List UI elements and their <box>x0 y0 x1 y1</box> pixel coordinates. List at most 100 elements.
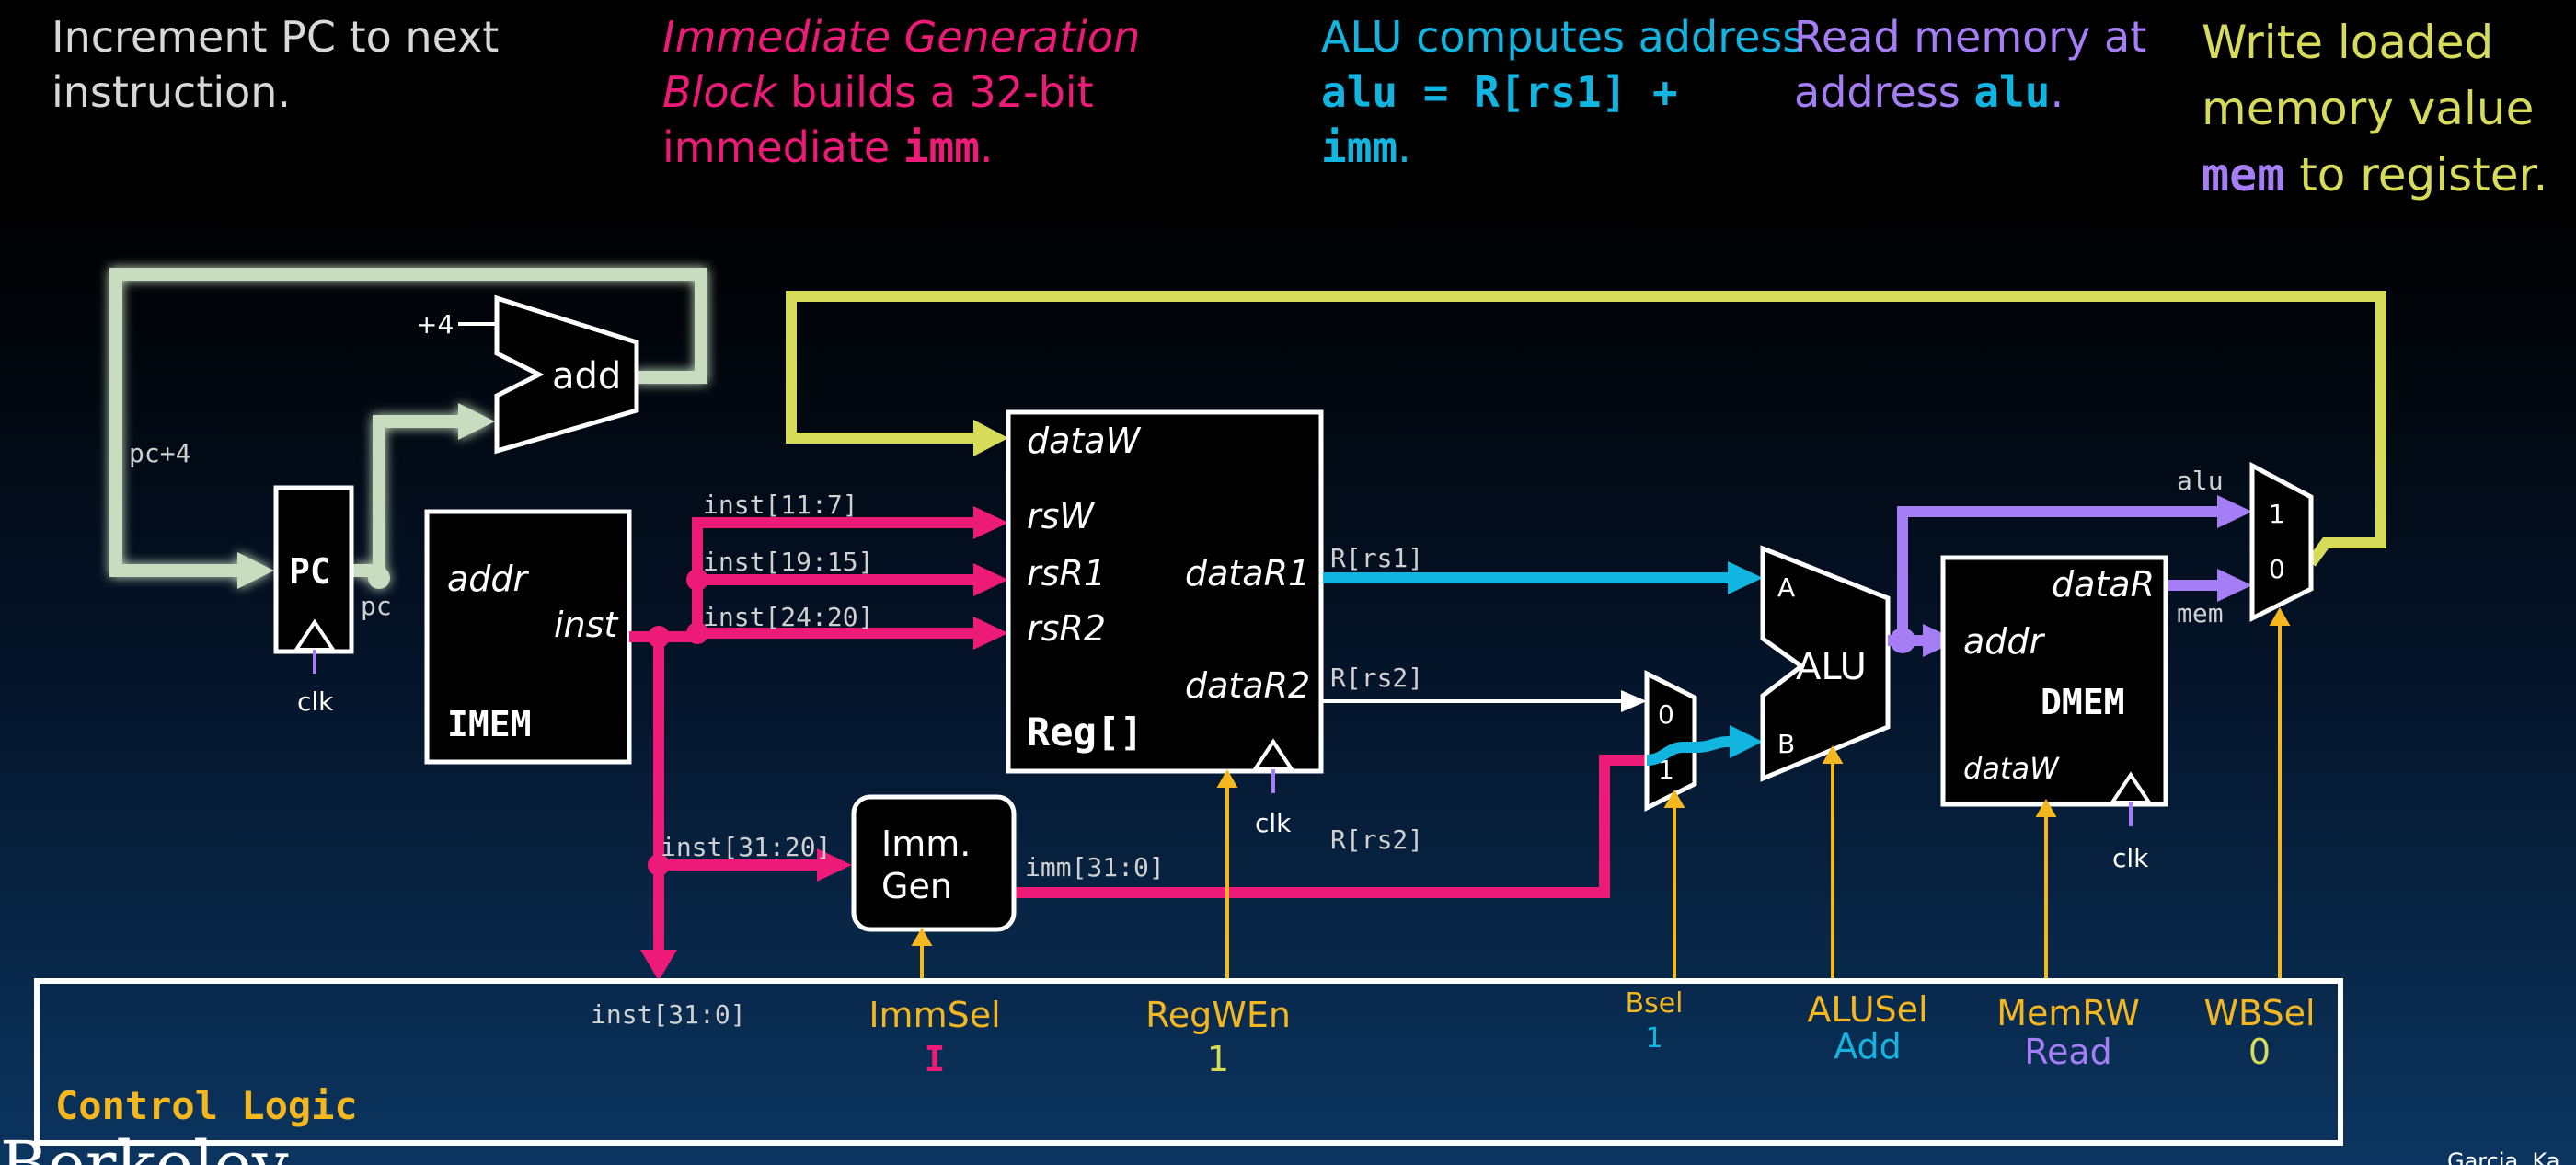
immsel-value: I <box>925 1039 946 1079</box>
immgen-block <box>851 794 1017 932</box>
wbsel-arrow <box>2269 606 2291 626</box>
inst-control-arrowhead <box>640 950 677 981</box>
r-rs1-label: R[rs1] <box>1330 543 1423 573</box>
imm-caption-line3a: immediate <box>662 122 903 172</box>
pc-label: PC <box>289 551 331 592</box>
rsR2-junction-dot <box>686 622 708 644</box>
immgen-arrowhead <box>817 848 852 882</box>
alu-to-wbmux-wire <box>1897 506 2219 640</box>
immgen-label-line1: Imm. <box>881 824 971 864</box>
dmem-block <box>1940 555 2168 807</box>
dmem-addr-arrowhead <box>1923 624 1958 657</box>
wbsel-name: WBSel <box>2203 993 2315 1033</box>
alu-caption-line3-end: . <box>1397 122 1411 172</box>
alu-caption: ALU computes address alu = R[rs1] + imm. <box>1321 9 1804 175</box>
alu-block <box>1760 545 1891 782</box>
wb-mux <box>2249 461 2314 623</box>
pc4-arrowhead <box>237 552 274 589</box>
pc-wire-label: pc <box>361 591 392 621</box>
imem-inst-port: inst <box>554 605 619 645</box>
pc-caption-line2: instruction. <box>52 67 292 117</box>
alusel-name: ALUSel <box>1807 989 1927 1030</box>
alusel-arrow <box>1822 744 1844 764</box>
imm-caption-rest2: builds a 32-bit <box>776 67 1094 117</box>
pc-caption: Increment PC to next instruction. <box>52 9 499 120</box>
inst-11-7-wire <box>692 517 975 637</box>
alu-caption-line3: imm <box>1321 122 1398 172</box>
mem-caption: Read memory at address alu. <box>1794 9 2146 120</box>
inst-31-20-label: inst[31:20] <box>661 832 831 862</box>
plus4-label: +4 <box>416 309 454 340</box>
rsR2-arrowhead <box>973 617 1008 650</box>
imem-label: IMEM <box>447 704 532 744</box>
r-rs2-bottom-label: R[rs2] <box>1330 825 1423 855</box>
footer-left-fragment: Berkeley <box>0 1127 289 1165</box>
mux-b-0: 0 <box>1658 699 1674 730</box>
alu-b-port: B <box>1777 729 1795 759</box>
register-file <box>1006 409 1324 774</box>
mem-caption-line2c: . <box>2050 67 2064 117</box>
rsW-arrowhead <box>973 506 1008 539</box>
regwen-name: RegWEn <box>1145 995 1291 1035</box>
dmem-clk-label: clk <box>2112 843 2149 873</box>
alu-a-port: A <box>1777 572 1795 603</box>
writeback-wire <box>786 291 2386 567</box>
pc4-feedback-wire <box>109 268 707 577</box>
mem-caption-line2a: address <box>1794 67 1974 117</box>
pc-to-add-arrowhead <box>458 403 495 440</box>
memrw-name: MemRW <box>1996 993 2140 1033</box>
immgen-junction-dot <box>648 854 670 876</box>
pc-caption-line1: Increment PC to next <box>52 12 500 62</box>
rsR1-arrowhead <box>973 563 1008 596</box>
control-signal-lines <box>911 606 2291 981</box>
imm-31-0-label: imm[31:0] <box>1025 852 1165 882</box>
reg-dataW-port: dataW <box>1027 421 1142 461</box>
inst-junction-dot <box>648 626 670 648</box>
wb-caption-line2: memory value <box>2202 82 2535 135</box>
bsel-name: Bsel <box>1625 987 1683 1020</box>
adder-label: add <box>552 355 621 398</box>
mem-wire-label: mem <box>2177 598 2224 629</box>
dmem-dataW-port: dataW <box>1963 751 2060 786</box>
immgen-label-line2: Gen <box>881 866 952 906</box>
control-logic-label: Control Logic <box>55 1083 358 1128</box>
alu-a-arrowhead <box>1728 561 1763 594</box>
alu-b-arrowhead <box>1730 725 1763 758</box>
memrw-arrow <box>2035 798 2057 817</box>
pc-junction-dot <box>368 567 390 589</box>
dataW-arrowhead <box>973 420 1008 456</box>
wb-caption-line1: Write loaded <box>2202 16 2494 69</box>
imm-caption-line3c: . <box>979 122 994 172</box>
alu-output-path <box>1888 495 2252 657</box>
reg-rsR2-port: rsR2 <box>1027 608 1106 649</box>
wbmux-1-arrowhead <box>2217 495 2252 528</box>
wbsel-value: 0 <box>2248 1032 2271 1072</box>
inst-19-15-label: inst[19:15] <box>703 547 873 577</box>
alu-caption-line2: alu = R[rs1] + <box>1321 67 1678 117</box>
inst-31-0-label: inst[31:0] <box>591 999 746 1030</box>
imem-addr-port: addr <box>447 559 530 599</box>
reg-rsR1-port: rsR1 <box>1027 553 1106 594</box>
writeback-path <box>786 291 2386 567</box>
pc4-wire-label: pc+4 <box>129 438 190 468</box>
alu-label: ALU <box>1796 646 1867 688</box>
mux-to-alu-b-wire <box>1646 736 1735 766</box>
instruction-wires <box>629 506 1647 981</box>
memrw-value: Read <box>2024 1032 2111 1072</box>
adder-block <box>494 294 639 455</box>
imm-caption-italic2: Block <box>662 67 777 117</box>
reg-dataR1-port: dataR1 <box>1185 553 1310 594</box>
inst-24-20-label: inst[24:20] <box>703 602 873 632</box>
wbmux-0-arrowhead <box>2217 569 2252 602</box>
mem-caption-line2b: alu <box>1973 67 2051 117</box>
imm-caption: Immediate Generation Block builds a 32-b… <box>662 9 1140 175</box>
pc-plus4-path <box>109 268 707 589</box>
mem-caption-line1: Read memory at <box>1794 12 2147 62</box>
inst-11-7-label: inst[11:7] <box>703 490 858 520</box>
wb-caption-line3b: to register. <box>2284 148 2548 202</box>
reg-dataR2-port: dataR2 <box>1185 665 1310 706</box>
control-logic-box <box>34 978 2343 1146</box>
imm-caption-italic1: Immediate Generation <box>662 12 1141 62</box>
